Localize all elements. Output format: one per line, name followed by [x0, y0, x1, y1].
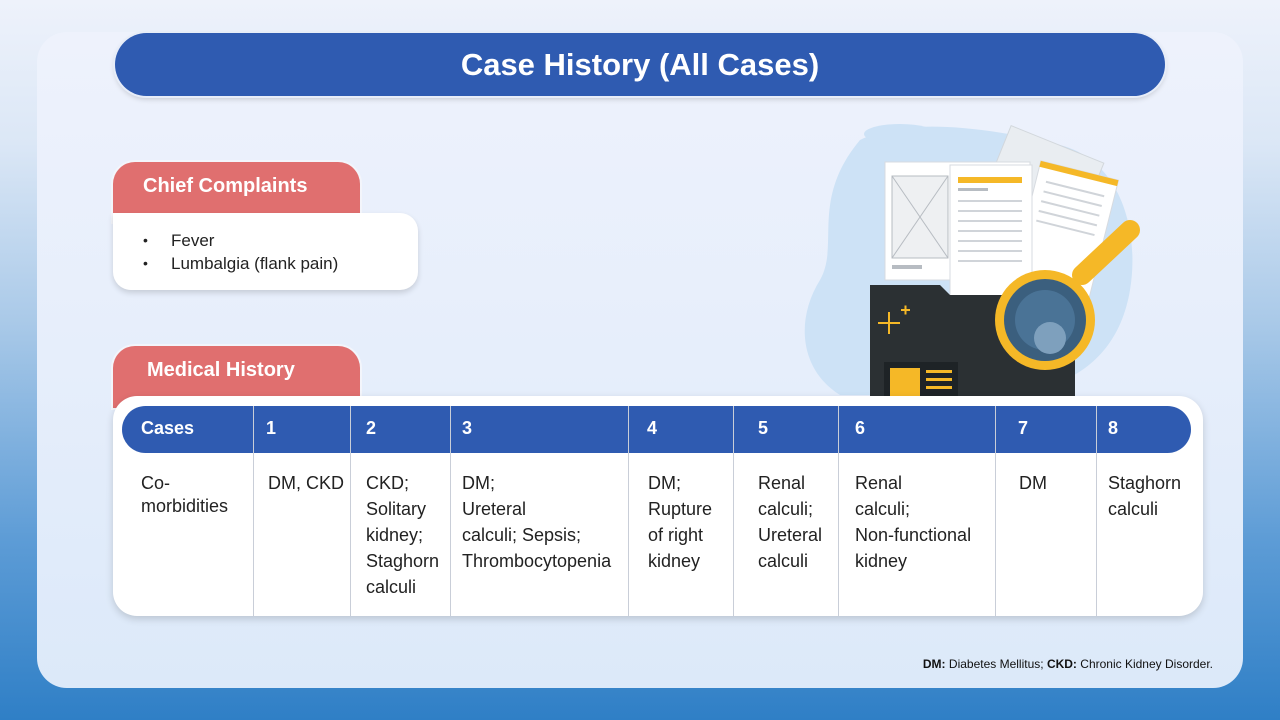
chief-complaints-box: Fever Lumbalgia (flank pain)	[113, 213, 418, 290]
footnote-dm-abbr: DM:	[922, 657, 946, 671]
table-cell-case-7: DM	[1019, 470, 1047, 496]
table-header-case-7: 7	[1018, 418, 1029, 438]
column-divider	[733, 406, 734, 616]
table-header-row	[122, 406, 1191, 453]
folder-documents-magnifier-icon	[804, 124, 1140, 398]
column-divider	[995, 406, 996, 616]
cell-line: Solitary	[366, 499, 427, 519]
cell-line: Ureteral	[462, 499, 527, 519]
cell-line: CKD;	[366, 473, 410, 493]
column-divider	[350, 406, 351, 616]
footnote-ckd-text: Chronic Kidney Disorder.	[1076, 657, 1213, 671]
row-label-comorbidities: Co- morbidities	[141, 470, 228, 519]
table-cell-case-3: DM; Ureteral calculi; Sepsis; Thrombocyt…	[462, 470, 611, 574]
cell-line: Ureteral	[758, 525, 823, 545]
table-header-case-4: 4	[647, 418, 658, 438]
footnote: DM: Diabetes Mellitus; CKD: Chronic Kidn…	[923, 657, 1213, 671]
cell-line: DM	[1019, 473, 1047, 493]
column-divider	[628, 406, 629, 616]
cell-line: kidney	[855, 551, 908, 571]
cell-line: Thrombocytopenia	[462, 551, 612, 571]
table-header-case-2: 2	[366, 418, 377, 438]
row-label-line: morbidities	[141, 496, 229, 516]
footnote-dm-text: Diabetes Mellitus;	[945, 657, 1047, 671]
list-item: Fever	[113, 229, 418, 252]
table-header-case-1: 1	[266, 418, 277, 438]
table-cell-case-6: Renal calculi; Non-functional kidney	[855, 470, 971, 574]
cell-line: of right	[648, 525, 704, 545]
cell-line: calculi	[758, 551, 809, 571]
table-header-case-5: 5	[758, 418, 769, 438]
cell-line: DM, CKD	[268, 473, 344, 493]
column-divider	[1096, 406, 1097, 616]
cell-line: Rupture	[648, 499, 713, 519]
footnote-ckd-abbr: CKD:	[1046, 657, 1077, 671]
table-cell-case-5: Renal calculi; Ureteral calculi	[758, 470, 822, 574]
column-divider	[450, 406, 451, 616]
page-title: Case History (All Cases)	[115, 33, 1165, 96]
column-divider	[253, 406, 254, 616]
list-item: Lumbalgia (flank pain)	[113, 252, 418, 275]
cell-line: DM;	[648, 473, 681, 493]
chief-complaints-list: Fever Lumbalgia (flank pain)	[113, 213, 418, 275]
doc-middle-shape	[949, 164, 1033, 306]
cell-line: calculi	[1108, 499, 1159, 519]
table-cell-case-2: CKD; Solitary kidney; Staghorn calculi	[366, 470, 439, 600]
table-cell-case-1: DM, CKD	[268, 470, 344, 496]
chief-complaints-label: Chief Complaints	[143, 175, 308, 197]
cell-line: Staghorn	[1108, 473, 1182, 493]
cell-line: Renal	[855, 473, 903, 493]
table-header-case-8: 8	[1108, 418, 1119, 438]
sparkle-icon	[878, 305, 910, 334]
table-header-case-3: 3	[462, 418, 473, 438]
column-divider	[838, 406, 839, 616]
cell-line: Non-functional	[855, 525, 972, 545]
cell-line: Staghorn	[366, 551, 440, 571]
page-title-text: Case History (All Cases)	[460, 46, 820, 82]
cell-line: kidney;	[366, 525, 424, 545]
table-header-cases: Cases	[141, 418, 195, 438]
medical-history-label: Medical History	[147, 359, 295, 381]
cell-line: Renal	[758, 473, 806, 493]
row-label-line: Co-	[141, 473, 171, 493]
table-cell-case-8: Staghorn calculi	[1108, 470, 1181, 522]
cell-line: DM;	[462, 473, 495, 493]
table-cell-case-4: DM; Rupture of right kidney	[648, 470, 712, 574]
cell-line: calculi; Sepsis;	[462, 525, 582, 545]
cell-line: calculi	[366, 577, 417, 597]
cell-line: calculi;	[855, 499, 911, 519]
cell-line: kidney	[648, 551, 701, 571]
chief-complaints-tab: Chief Complaints	[113, 162, 360, 222]
magnifier-icon	[995, 220, 1140, 370]
table-header-case-6: 6	[855, 418, 866, 438]
cell-line: calculi;	[758, 499, 814, 519]
